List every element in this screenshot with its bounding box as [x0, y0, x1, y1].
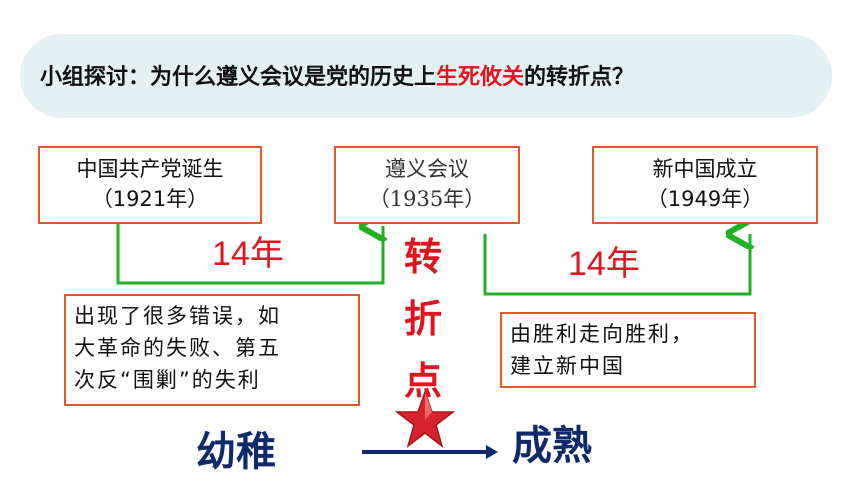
turning-point-char: 点 [403, 359, 442, 403]
event-name: 中国共产党诞生 [76, 157, 224, 181]
event-name: 遵义会议 [385, 157, 469, 181]
event-year: （1921年） [91, 187, 209, 211]
star-icon [394, 389, 456, 448]
interval-arrow-1 [116, 222, 383, 285]
turning-point-label: 转 折 点 [398, 226, 448, 412]
question-prefix: 小组探讨：为什么遵义会议是党的历史上 [40, 65, 437, 90]
question-highlight: 生死攸关 [436, 65, 525, 90]
note-box-mistakes: 出现了很多错误，如 大革命的失败、第五 次反“围剿”的失利 [64, 294, 360, 406]
question-banner [20, 34, 832, 118]
note-line: 由胜利走向胜利， [510, 322, 694, 346]
turning-point-char: 转 [403, 235, 442, 279]
mature-label: 成熟 [512, 423, 592, 469]
note-box-victory: 由胜利走向胜利， 建立新中国 [500, 312, 756, 388]
interval-label: 14年 [568, 245, 640, 283]
note-line: 大革命的失败、第五 [74, 336, 281, 360]
event-year: （1935年） [368, 187, 486, 211]
event-box-prc-founding: 新中国成立 （1949年） [592, 146, 818, 224]
discussion-question: 小组探讨：为什么遵义会议是党的历史上生死攸关的转折点？ [40, 60, 830, 96]
immature-label: 幼稚 [196, 429, 276, 475]
event-box-party-founding: 中国共产党诞生 （1921年） [38, 146, 262, 224]
maturity-arrowhead [486, 445, 498, 459]
note-line: 出现了很多错误，如 [74, 304, 281, 328]
interval-label: 14年 [212, 235, 284, 273]
event-year: （1949年） [646, 187, 764, 211]
interval-arrow-2 [483, 234, 750, 296]
note-line: 建立新中国 [510, 354, 625, 378]
turning-point-char: 折 [403, 297, 442, 341]
question-suffix: 的转折点？ [524, 65, 635, 90]
note-line: 次反“围剿”的失利 [74, 368, 261, 392]
event-name: 新中国成立 [652, 157, 758, 181]
event-box-zunyi-meeting: 遵义会议 （1935年） [334, 146, 520, 224]
